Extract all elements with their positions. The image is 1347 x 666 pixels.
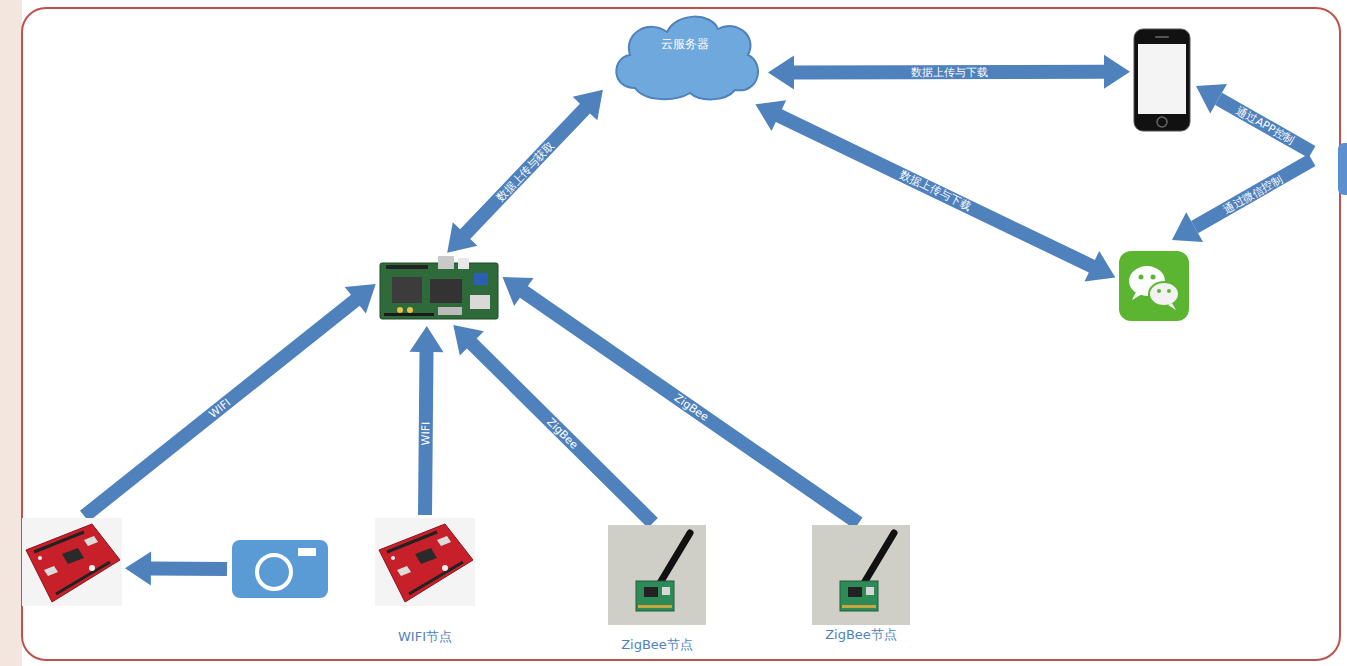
block-arrow [755, 100, 1115, 281]
wechat-control-arrow [1195, 160, 1312, 227]
node-caption: ZigBee节点 [621, 636, 693, 654]
arrow-label: 数据上传与获取 [494, 139, 557, 204]
wifi-board [375, 518, 475, 606]
wechat-control-arrowhead [1172, 212, 1203, 242]
arrow-label: ZigBee [544, 415, 581, 451]
node-caption: WIFI节点 [398, 628, 452, 646]
camera [230, 538, 330, 600]
arrow-label: WIFI [206, 396, 233, 421]
zigbee-node: ZigBee节点 [608, 525, 706, 654]
cloud-server: 云服务器 [605, 8, 765, 103]
wechat-icon [1118, 250, 1190, 322]
block-arrow [503, 277, 863, 529]
arrow-label: ZigBee [671, 391, 710, 424]
arrow-label: 数据上传与下载 [910, 66, 987, 79]
arrow-label: 数据上传与下载 [898, 168, 973, 213]
phone-icon [1133, 28, 1191, 132]
control-label: 通过APP控制 [1234, 103, 1297, 146]
wifi-node: WIFI节点 [375, 518, 475, 646]
app-control-arrow [1219, 99, 1312, 152]
block-arrow [80, 284, 376, 521]
node-caption: ZigBee节点 [825, 626, 897, 644]
gateway-board [378, 255, 500, 323]
arrow-label: WIFI [419, 422, 432, 446]
wechat [1118, 250, 1190, 322]
wifi-board [22, 518, 122, 606]
user-icon [1338, 143, 1347, 195]
frame [22, 8, 1340, 660]
block-arrow [447, 90, 603, 253]
camera-icon [230, 538, 330, 600]
block-arrow [410, 326, 444, 515]
phone [1133, 28, 1191, 132]
camera-board [22, 518, 122, 606]
gateway [378, 255, 500, 323]
zigbee-node: ZigBee节点 [812, 525, 910, 644]
app-control-arrowhead [1196, 84, 1227, 114]
side-strip [0, 0, 22, 666]
control-label: 通过微信控制 [1221, 172, 1285, 216]
block-arrow [768, 55, 1130, 90]
block-arrow [125, 551, 227, 585]
cloud-shape [605, 8, 765, 103]
zigbee-module [812, 525, 910, 625]
control-arrows [1172, 84, 1312, 242]
zigbee-module [608, 525, 706, 625]
node-title: 云服务器 [661, 36, 709, 53]
